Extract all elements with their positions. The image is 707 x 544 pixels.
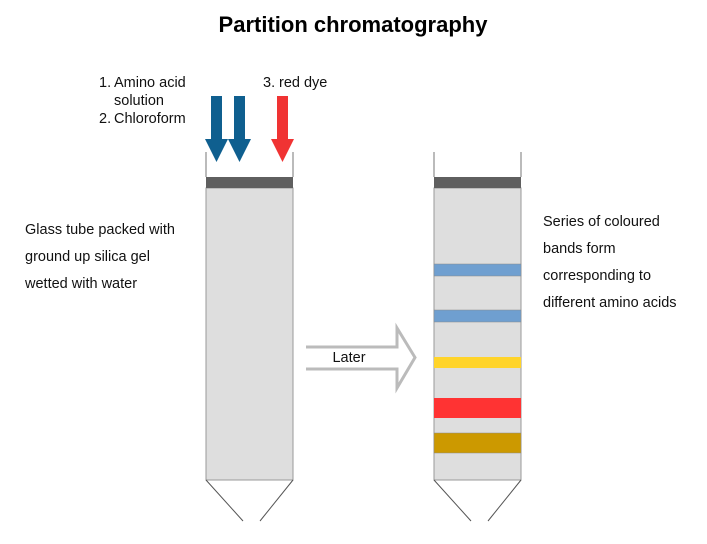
input-1-number: 1. (99, 75, 111, 91)
svg-text:different amino acids: different amino acids (543, 295, 677, 311)
right-description: Series of coloured bands form correspond… (543, 214, 677, 311)
left-tube (205, 152, 294, 522)
arrow-down-icon-3 (271, 96, 294, 162)
red-band (434, 398, 521, 418)
yellow-band (434, 357, 521, 368)
svg-text:Glass tube packed with: Glass tube packed with (25, 222, 175, 238)
blue-band-2 (433, 309, 522, 323)
gold-band (433, 432, 522, 454)
input-3-label: red dye (279, 75, 327, 91)
input-1-label: Amino acid (114, 75, 186, 91)
svg-text:wetted with water: wetted with water (24, 276, 137, 292)
input-1-label-2: solution (114, 93, 164, 109)
arrow-down-icon-1 (205, 96, 228, 162)
later-label: Later (332, 350, 365, 366)
blue-band-1 (433, 263, 522, 277)
svg-text:Series of coloured: Series of coloured (543, 214, 660, 230)
input-2-number: 2. (99, 111, 111, 127)
svg-text:corresponding to: corresponding to (543, 268, 651, 284)
svg-text:bands form: bands form (543, 241, 616, 257)
arrow-down-icon-2 (228, 96, 251, 162)
input-3-number: 3. (263, 75, 275, 91)
right-tube (433, 152, 522, 522)
left-description: Glass tube packed with ground up silica … (24, 222, 175, 292)
later-arrow-icon (306, 322, 417, 394)
input-2-label: Chloroform (114, 111, 186, 127)
page-title: Partition chromatography (219, 12, 489, 37)
svg-text:ground up silica gel: ground up silica gel (25, 249, 150, 265)
